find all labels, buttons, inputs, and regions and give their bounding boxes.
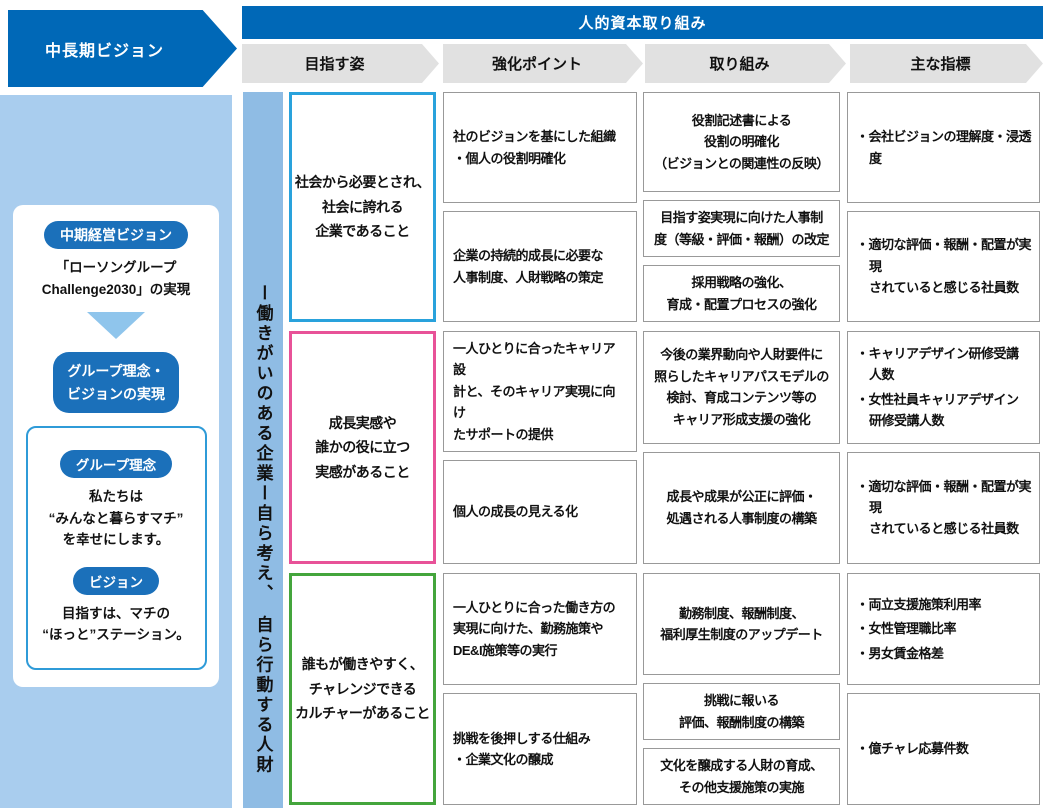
action-cell: 挑戦に報いる 評価、報酬制度の構築	[643, 683, 840, 741]
column-header-goal: 目指す姿	[242, 44, 439, 83]
metric-cell: 適切な評価・報酬・配置が実現 されていると感じる社員数	[847, 451, 1040, 564]
points-column: 社のビジョンを基にした組織 ・個人の役割明確化企業の持続的成長に必要な 人事制度…	[443, 92, 637, 322]
mid-term-vision-text: 「ローソングループ Challenge2030」の実現	[41, 260, 191, 297]
page-title: 人的資本取り組み	[578, 15, 707, 32]
group-philosophy-pill: グループ理念	[59, 449, 173, 478]
column-header-goal-label: 目指す姿	[304, 56, 365, 73]
mid-long-term-vision-banner: 中長期ビジョン	[8, 10, 237, 87]
point-cell: 一人ひとりに合った働き方の 実現に向けた、勤務施策や DE&I施策等の実行	[443, 573, 637, 685]
column-header-metrics: 主な指標	[850, 44, 1043, 83]
metric-item: 適切な評価・報酬・配置が実現 されていると感じる社員数	[856, 234, 1035, 298]
vision-pill: ビジョン	[73, 566, 159, 595]
action-cell: 目指す姿実現に向けた人事制 度（等級・評価・報酬）の改定	[643, 200, 840, 258]
mid-long-term-vision-label: 中長期ビジョン	[44, 42, 164, 60]
vertical-slogan-bar: ー働きがいのある企業ー自ら考え、 自ら行動する人財	[243, 92, 283, 808]
actions-column: 役割記述書による 役割の明確化 （ビジョンとの関連性の反映） 目指す姿実現に向けた…	[643, 92, 840, 322]
metric-list: キャリアデザイン研修受講 人数女性社員キャリアデザイン 研修受講人数	[856, 340, 1020, 435]
column-header-points-label: 強化ポイント	[491, 56, 582, 73]
action-cell: 勤務制度、報酬制度、 福利厚生制度のアップデート	[643, 573, 840, 676]
vision-card: 中期経営ビジョン 「ローソングループ Challenge2030」の実現 グルー…	[13, 205, 219, 687]
mid-term-vision-pill: 中期経営ビジョン	[44, 221, 188, 249]
header-bar: 人的資本取り組み	[242, 6, 1043, 39]
point-cell: 挑戦を後押しする仕組み ・企業文化の醸成	[443, 693, 637, 805]
vision-side-panel: 中期経営ビジョン 「ローソングループ Challenge2030」の実現 グルー…	[0, 95, 232, 808]
down-arrow-icon	[87, 312, 145, 340]
metric-list: 会社ビジョンの理解度・浸透度	[856, 123, 1035, 172]
rows: 社会から必要とされ、 社会に誇れる 企業であること 社のビジョンを基にした組織 …	[289, 92, 1043, 808]
column-header-actions-label: 取り組み	[709, 56, 770, 73]
metrics-column: キャリアデザイン研修受講 人数女性社員キャリアデザイン 研修受講人数適切な評価・…	[847, 331, 1040, 564]
metric-item: 女性社員キャリアデザイン 研修受講人数	[856, 389, 1020, 432]
goal-box: 誰もが働きやすく、 チャレンジできる カルチャーがあること	[289, 573, 436, 805]
metric-cell: 適切な評価・報酬・配置が実現 されていると感じる社員数	[847, 211, 1040, 322]
initiative-row: 社会から必要とされ、 社会に誇れる 企業であること 社のビジョンを基にした組織 …	[289, 92, 1043, 322]
goal-text: 誰もが働きやすく、 チャレンジできる カルチャーがあること	[295, 656, 430, 722]
goal-text: 成長実感や 誰かの役に立つ 実感があること	[315, 414, 410, 480]
metric-item: 両立支援施策利用率	[856, 594, 982, 615]
actions-column: 勤務制度、報酬制度、 福利厚生制度のアップデート挑戦に報いる 評価、報酬制度の構…	[643, 573, 840, 805]
group-philosophy-text: 私たちは “みんなと暮らすマチ” を幸せにします。	[48, 488, 184, 548]
metric-list: 適切な評価・報酬・配置が実現 されていると感じる社員数	[856, 231, 1035, 301]
point-cell: 企業の持続的成長に必要な 人事制度、人財戦略の策定	[443, 211, 637, 322]
metrics-column: 会社ビジョンの理解度・浸透度適切な評価・報酬・配置が実現 されていると感じる社員…	[847, 92, 1040, 322]
metric-list: 億チャレ応募件数	[856, 735, 969, 762]
initiative-row: 誰もが働きやすく、 チャレンジできる カルチャーがあること 一人ひとりに合った働…	[289, 573, 1043, 805]
initiative-row: 成長実感や 誰かの役に立つ 実感があること 一人ひとりに合ったキャリア設 計と、…	[289, 331, 1043, 564]
metric-list: 適切な評価・報酬・配置が実現 されていると感じる社員数	[856, 473, 1035, 543]
goal-box: 社会から必要とされ、 社会に誇れる 企業であること	[289, 92, 436, 322]
action-cell: 採用戦略の強化、 育成・配置プロセスの強化	[643, 265, 840, 322]
metric-item: 男女賃金格差	[856, 643, 981, 664]
metric-list: 両立支援施策利用率女性管理職比率男女賃金格差	[856, 591, 982, 667]
metric-cell: 両立支援施策利用率女性管理職比率男女賃金格差	[847, 573, 1040, 685]
metric-item: 会社ビジョンの理解度・浸透度	[856, 126, 1035, 169]
column-header-metrics-label: 主な指標	[910, 56, 971, 73]
action-cell: 今後の業界動向や人財要件に 照らしたキャリアパスモデルの 検討、育成コンテンツ等…	[643, 331, 840, 444]
metric-item: 女性管理職比率	[856, 618, 981, 639]
group-vision-pill: グループ理念・ ビジョンの実現	[53, 352, 179, 413]
points-column: 一人ひとりに合った働き方の 実現に向けた、勤務施策や DE&I施策等の実行挑戦を…	[443, 573, 637, 805]
metric-cell: 億チャレ応募件数	[847, 693, 1040, 805]
metric-item: 億チャレ応募件数	[856, 738, 969, 759]
point-cell: 個人の成長の見える化	[443, 460, 637, 564]
vision-text: 目指すは、マチの “ほっと”ステーション。	[42, 605, 190, 643]
metric-item: キャリアデザイン研修受講 人数	[856, 343, 1020, 386]
goal-text: 社会から必要とされ、 社会に誇れる 企業であること	[294, 174, 431, 240]
column-header-actions: 取り組み	[645, 44, 846, 83]
point-cell: 社のビジョンを基にした組織 ・個人の役割明確化	[443, 92, 637, 203]
goal-box: 成長実感や 誰かの役に立つ 実感があること	[289, 331, 436, 564]
metrics-column: 両立支援施策利用率女性管理職比率男女賃金格差億チャレ応募件数	[847, 573, 1040, 805]
actions-column: 今後の業界動向や人財要件に 照らしたキャリアパスモデルの 検討、育成コンテンツ等…	[643, 331, 840, 564]
action-cell: 役割記述書による 役割の明確化 （ビジョンとの関連性の反映）	[643, 92, 840, 193]
column-header-points: 強化ポイント	[443, 44, 643, 83]
philosophy-vision-box: グループ理念 私たちは “みんなと暮らすマチ” を幸せにします。 ビジョン 目指…	[25, 425, 207, 670]
point-cell: 一人ひとりに合ったキャリア設 計と、そのキャリア実現に向け たサポートの提供	[443, 331, 637, 453]
vertical-slogan-text: ー働きがいのある企業ー自ら考え、 自ら行動する人財	[253, 284, 273, 776]
points-column: 一人ひとりに合ったキャリア設 計と、そのキャリア実現に向け たサポートの提供個人…	[443, 331, 637, 564]
action-cell: 文化を醸成する人財の育成、 その他支援施策の実施	[643, 748, 840, 805]
metric-item: 適切な評価・報酬・配置が実現 されていると感じる社員数	[856, 476, 1035, 540]
metric-cell: キャリアデザイン研修受講 人数女性社員キャリアデザイン 研修受講人数	[847, 331, 1040, 444]
metric-cell: 会社ビジョンの理解度・浸透度	[847, 92, 1040, 203]
action-cell: 成長や成果が公正に評価・ 処遇される人事制度の構築	[643, 451, 840, 564]
